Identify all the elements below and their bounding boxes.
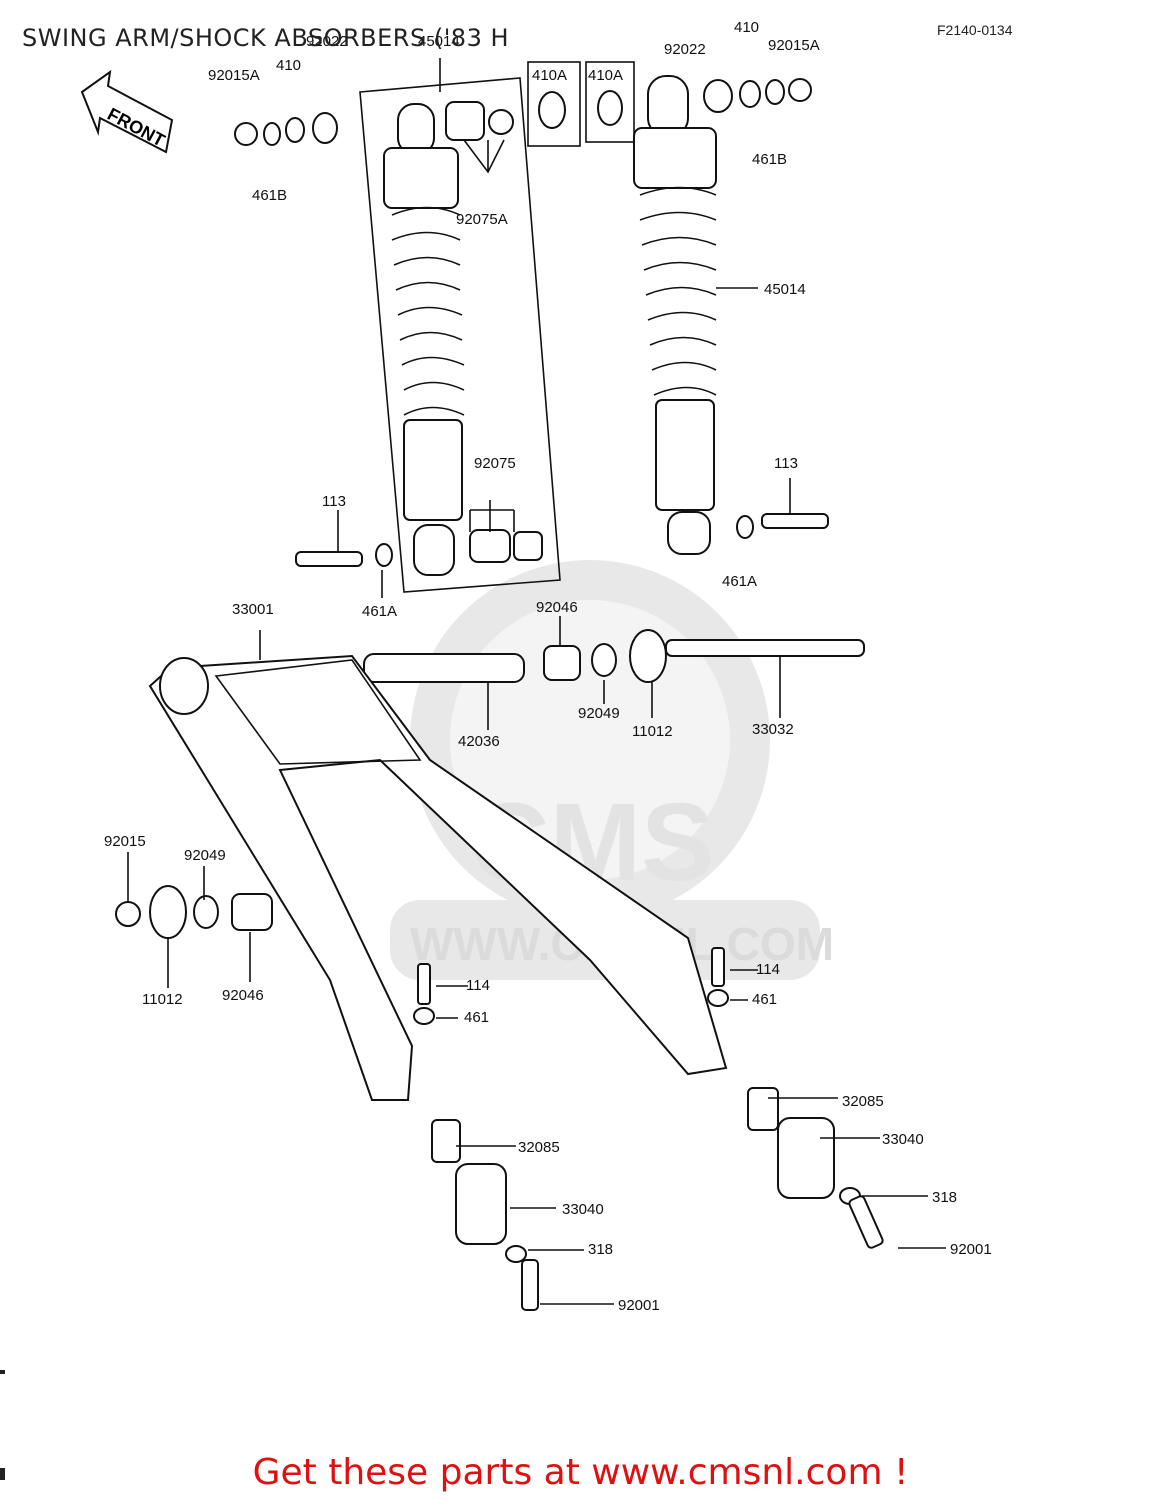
label-32085-left: 32085 [518, 1139, 560, 1156]
label-410-left: 410 [276, 57, 301, 74]
part-410A-box-2 [585, 61, 635, 143]
label-92049-top: 92049 [578, 705, 620, 722]
label-92015: 92015 [104, 833, 146, 850]
label-92046-top: 92046 [536, 599, 578, 616]
chain-adjusters [431, 1087, 884, 1311]
label-410A-1: 410A [532, 67, 567, 84]
label-114-right: 114 [756, 961, 780, 978]
label-318-right: 318 [932, 1189, 957, 1206]
left-shock-absorber [383, 101, 543, 576]
label-461-right: 461 [752, 991, 777, 1008]
part-410A-box-1 [527, 61, 581, 147]
label-92001-right: 92001 [950, 1241, 992, 1258]
label-92046-left: 92046 [222, 987, 264, 1004]
label-11012-top: 11012 [632, 723, 673, 740]
promo-link[interactable]: Get these parts at www.cmsnl.com ! [252, 1452, 909, 1493]
diagram-code: F2140-0134 [937, 22, 1013, 38]
label-33040-right: 33040 [882, 1131, 924, 1148]
label-461B-right: 461B [752, 151, 787, 168]
shock-kit-frame [359, 77, 561, 593]
label-33040-left: 33040 [562, 1201, 604, 1218]
label-92015A-left: 92015A [208, 67, 260, 84]
label-410-right: 410 [734, 19, 759, 36]
label-92015A-right: 92015A [768, 37, 820, 54]
label-318-left: 318 [588, 1241, 613, 1258]
label-114-left: 114 [466, 977, 490, 994]
front-arrow-icon: FRONT [80, 69, 174, 154]
label-92075: 92075 [474, 455, 516, 472]
label-92022-right: 92022 [664, 41, 706, 58]
label-45014-left: 45014 [418, 33, 460, 50]
label-92001-left: 92001 [618, 1297, 660, 1314]
right-shock-absorber [633, 75, 717, 555]
label-33032: 33032 [752, 721, 794, 738]
label-33001: 33001 [232, 601, 274, 618]
label-461A-left: 461A [362, 603, 397, 620]
page-title: SWING ARM/SHOCK ABSORBERS ('83 H [22, 24, 510, 52]
label-11012-left: 11012 [142, 991, 183, 1008]
leader-lines [127, 58, 946, 1305]
label-32085-right: 32085 [842, 1093, 884, 1110]
label-113-right: 113 [774, 455, 798, 472]
label-92075A: 92075A [456, 211, 508, 228]
label-113-left: 113 [322, 493, 346, 510]
label-410A-2: 410A [588, 67, 623, 84]
label-92049-left: 92049 [184, 847, 226, 864]
label-461-left: 461 [464, 1009, 489, 1026]
label-42036: 42036 [458, 733, 500, 750]
label-461A-right: 461A [722, 573, 757, 590]
part-labels: 92015A 410 92022 461B 45014 92075A 410A … [104, 19, 992, 1314]
label-45014-right: 45014 [764, 281, 806, 298]
label-92022-left: 92022 [306, 33, 348, 50]
hardware-parts [115, 78, 865, 1025]
swing-arm [148, 654, 728, 1101]
label-461B-left: 461B [252, 187, 287, 204]
